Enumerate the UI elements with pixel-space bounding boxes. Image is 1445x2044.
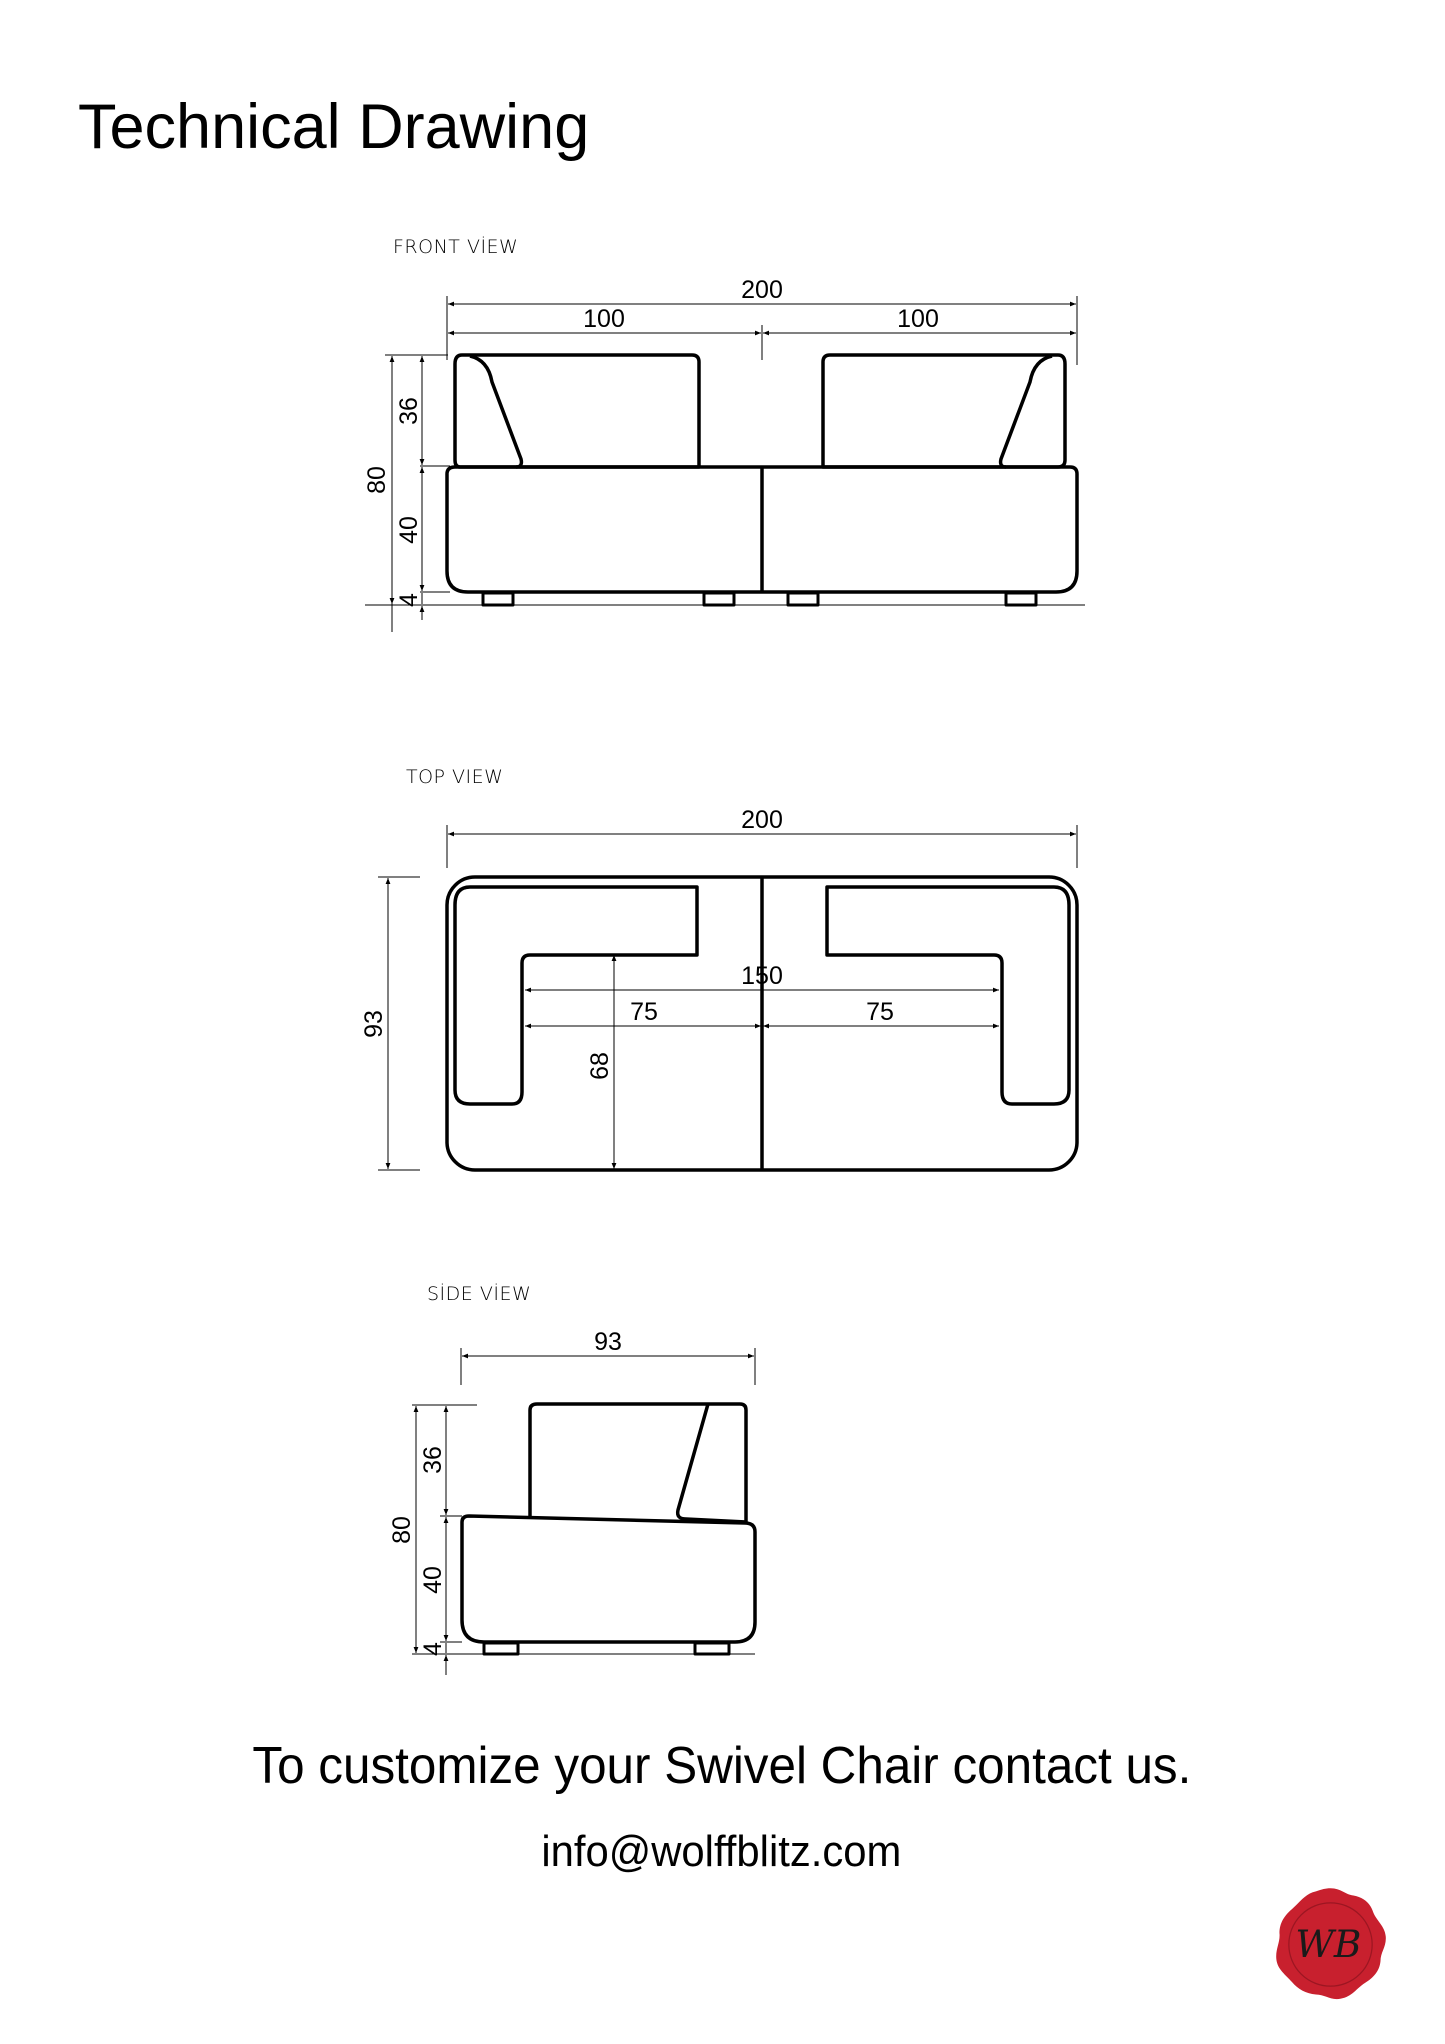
side-dim-depth: 93 [594, 1328, 622, 1356]
wax-seal-logo: WB [1276, 1888, 1386, 2000]
logo-monogram: WB [1295, 1922, 1361, 1966]
front-dim-total-height: 80 [363, 466, 391, 494]
contact-email[interactable]: info@wolffblitz.com [541, 1827, 902, 1876]
side-dim-leg-height: 4 [419, 1642, 447, 1656]
top-dim-inner-width: 150 [741, 962, 783, 990]
top-dim-total-width: 200 [741, 806, 783, 834]
top-dim-depth: 93 [360, 1010, 388, 1038]
front-dim-right-width: 100 [897, 305, 939, 333]
front-dimension-lines [365, 296, 1085, 632]
top-dim-seat-depth: 68 [586, 1052, 614, 1080]
top-dimension-lines [378, 825, 1078, 1171]
front-dim-back-height: 36 [395, 397, 423, 425]
top-view-label: TOP VIEW [406, 766, 504, 788]
side-dim-back-height: 36 [419, 1446, 447, 1474]
top-sofa-outline [445, 875, 1079, 1172]
front-sofa-outline [445, 353, 1079, 607]
front-view: 200 100 100 80 36 40 4 [363, 276, 1085, 632]
front-dim-leg-height: 4 [395, 593, 423, 607]
front-dim-left-width: 100 [583, 305, 625, 333]
side-view: 93 80 36 40 4 [388, 1328, 757, 1675]
side-dim-seat-height: 40 [419, 1566, 447, 1594]
front-view-label: FRONT VİEW [393, 236, 519, 258]
customize-cta-text: To customize your Swivel Chair contact u… [252, 1737, 1192, 1795]
side-dim-total-height: 80 [388, 1516, 416, 1544]
top-view: 200 150 75 75 93 68 [360, 806, 1079, 1172]
side-sofa-outline [460, 1402, 757, 1656]
front-dim-seat-height: 40 [395, 516, 423, 544]
page-title: Technical Drawing [78, 92, 590, 162]
top-dim-left-inner: 75 [630, 998, 658, 1026]
front-dim-total-width: 200 [741, 276, 783, 304]
side-view-label: SİDE VİEW [427, 1283, 532, 1305]
wax-seal-icon [1276, 1888, 1386, 2000]
top-dim-right-inner: 75 [866, 998, 894, 1026]
